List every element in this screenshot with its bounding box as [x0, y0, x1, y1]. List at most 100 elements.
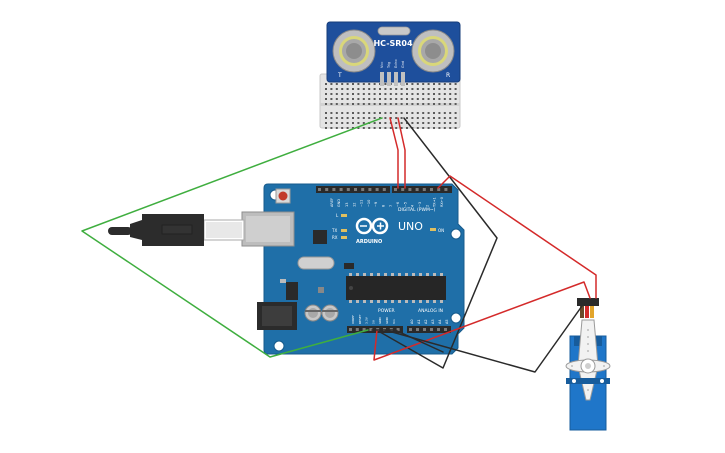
- breadboard-hole: [427, 112, 430, 114]
- header-pin[interactable]: [362, 328, 366, 331]
- header-pin[interactable]: [394, 188, 397, 191]
- breadboard-hole: [362, 122, 365, 124]
- header-pin[interactable]: [422, 188, 426, 191]
- wire-black-servo-gnd[interactable]: [384, 305, 583, 373]
- breadboard-hole: [373, 83, 376, 85]
- chip-leg: [349, 273, 352, 276]
- breadboard-hole: [416, 117, 419, 119]
- breadboard-hole: [454, 122, 457, 124]
- header-pin[interactable]: [444, 188, 448, 191]
- breadboard-hole: [379, 112, 381, 114]
- breadboard-hole: [352, 93, 354, 95]
- breadboard-hole: [438, 103, 441, 105]
- wire-black-gnd-link[interactable]: [371, 329, 444, 353]
- header-pin[interactable]: [437, 188, 441, 191]
- breadboard[interactable]: [319, 73, 461, 129]
- breadboard-hole: [379, 122, 381, 124]
- wire-red-echo[interactable]: [397, 117, 406, 189]
- header-pin[interactable]: [437, 328, 440, 331]
- usb-cable[interactable]: [108, 214, 245, 246]
- capacitor: [304, 304, 322, 322]
- breadboard-hole: [357, 117, 360, 119]
- header-pin[interactable]: [430, 188, 433, 191]
- breadboard-hole: [341, 103, 344, 105]
- servo-connector[interactable]: [577, 298, 599, 306]
- breadboard-hole: [454, 103, 457, 105]
- header-pin[interactable]: [408, 188, 412, 191]
- header-pin[interactable]: [401, 188, 405, 191]
- breadboard-hole: [325, 103, 327, 105]
- wire-black-sensor-gnd[interactable]: [379, 117, 498, 369]
- ultrasonic-sensor[interactable]: HC-SR04 T R Vcc Trig Echo Gnd: [326, 21, 461, 86]
- header-pin[interactable]: [325, 188, 329, 191]
- chip-leg: [433, 300, 436, 303]
- header-pin[interactable]: [369, 328, 373, 331]
- breadboard-hole: [325, 112, 327, 114]
- breadboard-hole: [335, 93, 338, 95]
- breadboard-hole: [341, 88, 344, 90]
- power-pin-label: 5V: [371, 319, 375, 324]
- analog-header[interactable]: [407, 326, 451, 333]
- reset-button[interactable]: [275, 188, 291, 204]
- header-pin[interactable]: [349, 328, 352, 331]
- chip-leg: [377, 300, 380, 303]
- usb-port[interactable]: [241, 211, 295, 247]
- receiver-transducer: [411, 29, 455, 73]
- chip-leg: [391, 273, 394, 276]
- breadboard-hole: [373, 88, 376, 90]
- header-pin[interactable]: [332, 188, 336, 191]
- header-pin[interactable]: [423, 328, 426, 331]
- breadboard-hole: [373, 103, 376, 105]
- breadboard-hole: [443, 117, 446, 119]
- arduino-brand-label: ARDUINO: [356, 239, 382, 245]
- breadboard-hole: [395, 103, 398, 105]
- analog-pin-label: A4: [438, 319, 442, 324]
- servo-motor[interactable]: [565, 298, 611, 431]
- on-led-label: ON: [438, 228, 444, 233]
- header-pin[interactable]: [361, 188, 365, 191]
- header-pin[interactable]: [354, 188, 357, 191]
- header-pin[interactable]: [368, 188, 372, 191]
- breadboard-hole: [352, 112, 354, 114]
- power-label: POWER: [378, 308, 395, 314]
- header-pin[interactable]: [375, 188, 379, 191]
- header-pin[interactable]: [382, 188, 386, 191]
- header-pin[interactable]: [396, 328, 400, 331]
- header-pin[interactable]: [415, 188, 419, 191]
- header-pin[interactable]: [355, 328, 359, 331]
- wire-red-trig[interactable]: [389, 117, 399, 189]
- mount-hole: [450, 228, 462, 240]
- breadboard-hole: [346, 83, 349, 85]
- wire-red-servo-signal[interactable]: [437, 175, 597, 299]
- breadboard-hole: [389, 98, 392, 100]
- breadboard-hole: [433, 98, 435, 100]
- wire-green-gnd[interactable]: [81, 117, 383, 358]
- breadboard-hole: [379, 103, 381, 105]
- breadboard-hole: [335, 127, 338, 129]
- breadboard-hole: [416, 88, 419, 90]
- wire-red-servo-power[interactable]: [373, 281, 591, 361]
- sensor-header-pins[interactable]: [380, 72, 405, 86]
- sensor-pin-label-gnd: Gnd: [401, 61, 405, 68]
- analog-pin-label: A2: [424, 319, 428, 324]
- header-pin[interactable]: [339, 188, 343, 191]
- analog-pin-label: A3: [431, 319, 435, 324]
- header-pin[interactable]: [444, 328, 447, 331]
- header-pin[interactable]: [416, 328, 419, 331]
- header-pin[interactable]: [409, 328, 412, 331]
- breadboard-hole: [357, 93, 360, 95]
- atmega-microcontroller: [346, 273, 446, 303]
- digital-pin-label: ~11: [360, 200, 364, 207]
- breadboard-hole: [368, 112, 371, 114]
- breadboard-hole: [330, 122, 333, 124]
- header-pin[interactable]: [346, 188, 350, 191]
- breadboard-hole: [395, 88, 398, 90]
- header-pin[interactable]: [318, 188, 321, 191]
- digital-pin-label: RX←0: [440, 197, 444, 207]
- header-pin[interactable]: [430, 328, 433, 331]
- breadboard-hole: [368, 93, 371, 95]
- breadboard-hole: [411, 88, 414, 90]
- power-jack[interactable]: [257, 302, 297, 330]
- digital-header[interactable]: [316, 186, 452, 193]
